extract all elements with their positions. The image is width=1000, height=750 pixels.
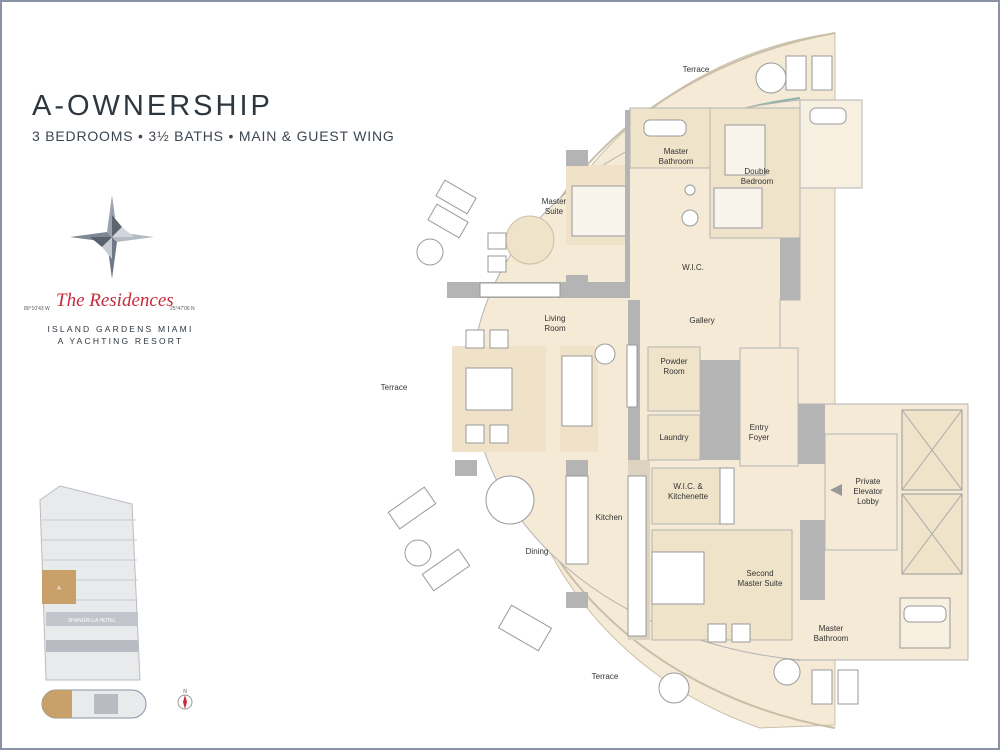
- label-second-master-2: Master Suite: [738, 579, 783, 588]
- label-master-suite-1: Master: [542, 197, 567, 206]
- label-second-bath-1: Master: [819, 624, 844, 633]
- site-key-plan: [41, 689, 147, 719]
- page-title: A-OWNERSHIP: [32, 90, 273, 122]
- label-second-bath-2: Bathroom: [814, 634, 849, 643]
- label-dining: Dining: [526, 547, 549, 556]
- label-terrace-left: Terrace: [381, 383, 408, 392]
- hotel-label: SHANGRI-LA HOTEL: [68, 618, 117, 624]
- compass-icon: N: [177, 689, 193, 710]
- page-subtitle: 3 BEDROOMS • 3½ BATHS • MAIN & GUEST WIN…: [32, 128, 395, 144]
- unit-marker: A: [57, 586, 61, 592]
- label-second-master-1: Second: [746, 569, 773, 578]
- label-elevator-lobby-1: Private: [856, 477, 881, 486]
- star-logo-icon: [70, 195, 154, 279]
- label-elevator-lobby-3: Lobby: [857, 497, 879, 506]
- label-master-suite-2: Suite: [545, 207, 564, 216]
- label-master-bath-2: Bathroom: [659, 157, 694, 166]
- unit-highlight: [42, 570, 76, 604]
- label-master-bath-1: Master: [664, 147, 689, 156]
- label-entry-foyer-1: Entry: [750, 423, 769, 432]
- label-wic-kitchenette-1: W.I.C. &: [673, 482, 703, 491]
- building-elevation: SHANGRI-LA HOTEL A: [39, 485, 141, 681]
- label-living-room-2: Room: [544, 324, 566, 333]
- label-wic-kitchenette-2: Kitchenette: [668, 492, 709, 501]
- brand-line-2: A YACHTING RESORT: [57, 336, 184, 346]
- label-wic: W.I.C.: [682, 263, 704, 272]
- label-laundry: Laundry: [660, 433, 689, 442]
- brand-logo: The Residences: [56, 290, 174, 311]
- coordinate-west: 80°10'43 W: [24, 306, 50, 312]
- label-gallery: Gallery: [689, 316, 714, 325]
- label-entry-foyer-2: Foyer: [749, 433, 770, 442]
- label-double-bedroom-1: Double: [744, 167, 770, 176]
- label-powder-room-2: Room: [663, 367, 685, 376]
- label-double-bedroom-2: Bedroom: [741, 177, 774, 186]
- label-kitchen: Kitchen: [596, 513, 623, 522]
- label-powder-room-1: Powder: [660, 357, 687, 366]
- label-elevator-lobby-2: Elevator: [853, 487, 883, 496]
- label-terrace-bottom: Terrace: [592, 672, 619, 681]
- coordinate-north: 25°47'06 N: [170, 306, 195, 312]
- compass-north: N: [183, 689, 187, 695]
- brand-line-1: ISLAND GARDENS MIAMI: [47, 324, 194, 334]
- label-living-room-1: Living: [545, 314, 566, 323]
- label-terrace-top: Terrace: [683, 65, 710, 74]
